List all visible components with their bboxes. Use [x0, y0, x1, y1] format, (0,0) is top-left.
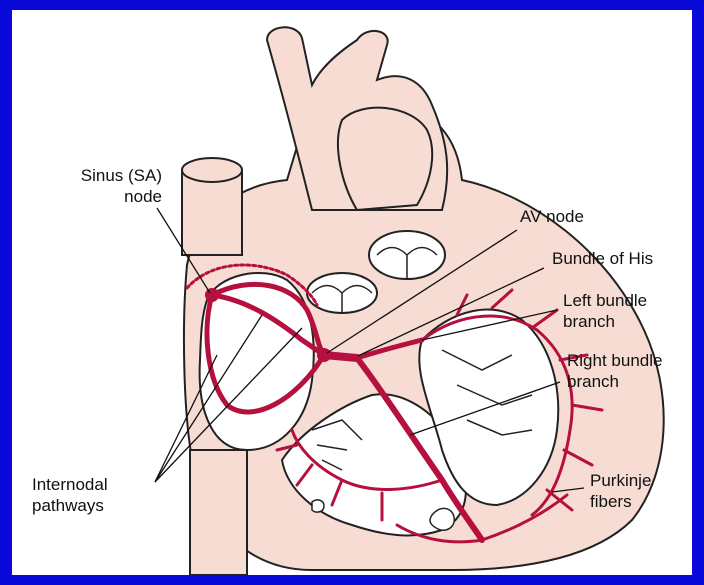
right-bundle-label-line1: Right bundle — [567, 350, 662, 371]
internodal-label-line2: pathways — [32, 495, 162, 516]
av-node-label: AV node — [520, 206, 584, 227]
diagram-panel: Sinus (SA) node AV node Bundle of His Le… — [12, 10, 692, 575]
bundle-of-his-label: Bundle of His — [552, 248, 653, 269]
right-bundle-label-line2: branch — [567, 371, 662, 392]
internodal-pathways-label: Internodal pathways — [32, 474, 162, 516]
left-bundle-label-line1: Left bundle — [563, 290, 647, 311]
purkinje-fibers-label: Purkinje fibers — [590, 470, 651, 512]
vena-cava-opening — [182, 158, 242, 182]
left-bundle-branch-label: Left bundle branch — [563, 290, 647, 332]
sa-node-label: Sinus (SA) node — [32, 165, 162, 207]
right-bundle-branch-label: Right bundle branch — [567, 350, 662, 392]
sa-node-label-line1: Sinus (SA) — [32, 165, 162, 186]
purkinje-label-line1: Purkinje — [590, 470, 651, 491]
internodal-label-line1: Internodal — [32, 474, 162, 495]
left-bundle-label-line2: branch — [563, 311, 647, 332]
sa-node-label-line2: node — [32, 186, 162, 207]
purkinje-label-line2: fibers — [590, 491, 651, 512]
bundle-of-his — [324, 355, 357, 358]
inferior-vena-cava — [190, 450, 247, 575]
pulmonary-trunk — [338, 108, 432, 210]
